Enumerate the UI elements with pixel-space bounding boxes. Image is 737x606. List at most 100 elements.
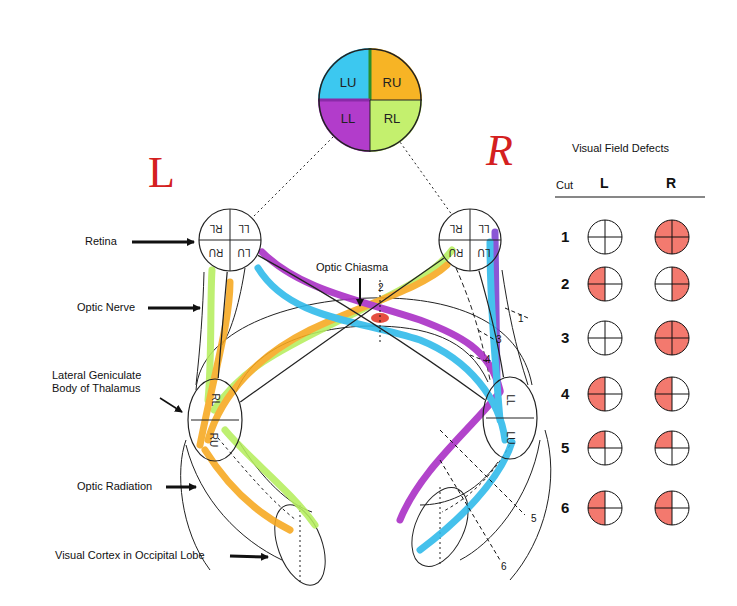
quadrant-label: RU (449, 247, 463, 257)
quadrant-label: LL (341, 112, 355, 125)
table-header: L (600, 175, 609, 191)
leader-arrow (132, 241, 194, 244)
callout-number: 1 (518, 313, 524, 325)
field-cross (588, 377, 622, 411)
orange-track (205, 450, 290, 530)
table-cell: 1 (561, 228, 569, 245)
defect-fill (655, 220, 689, 254)
quadrant-label: RL (210, 223, 223, 233)
retina-cross (439, 209, 501, 271)
quadrant-label: LL (505, 394, 515, 405)
quadrant-divider (370, 100, 371, 152)
quadrant-label: LU (238, 247, 251, 257)
lgn-divider (486, 418, 534, 419)
table-cell: 4 (561, 385, 569, 402)
field-cross (588, 431, 622, 465)
table-cell: 6 (561, 499, 569, 516)
leader-arrow (230, 556, 268, 557)
node-shape (438, 208, 502, 272)
field-circle (588, 321, 622, 355)
field-cross (655, 431, 689, 465)
pathway-connector (400, 142, 451, 214)
cortex-midline (300, 505, 301, 585)
part-label: Retina (85, 235, 117, 248)
part-label: Optic Chiasma (316, 261, 388, 274)
lgn-outline (188, 379, 242, 461)
part-label: Visual Cortex in Occipital Lobe (55, 549, 205, 562)
node-shape (198, 208, 262, 272)
field-cross (588, 491, 622, 525)
leader-arrow (166, 486, 196, 489)
cyan-track (258, 268, 505, 440)
hemisphere-outline (510, 430, 551, 580)
retina-circle: RL LL RU LU (438, 208, 502, 272)
cyan-track (490, 242, 500, 420)
callout-number: 5 (531, 513, 537, 525)
cortex-midline (440, 487, 441, 567)
cut-lines (380, 280, 528, 560)
leader-arrows (132, 242, 360, 557)
field-circle (588, 491, 622, 525)
pathway-connector (218, 272, 227, 378)
lgn-divider (191, 420, 239, 421)
retina-outline (439, 209, 501, 271)
field-circle (655, 491, 689, 525)
quadrant-label: LU (505, 432, 515, 445)
visual-cortex (265, 498, 335, 592)
table-cell: 2 (561, 275, 569, 292)
field-cross (655, 321, 689, 355)
pathway-connector (479, 271, 504, 377)
field-cross (655, 267, 689, 301)
retina-cross (199, 209, 261, 271)
field-cross (588, 267, 622, 301)
field-circle (655, 267, 689, 301)
table-cell: 5 (561, 439, 569, 456)
table-rule (555, 196, 705, 197)
table-cell: 3 (561, 329, 569, 346)
field-circle (655, 321, 689, 355)
quadrant-divider (318, 99, 370, 102)
quadrant-label: RU (209, 247, 223, 257)
cut-line (440, 460, 500, 560)
green-track (225, 430, 315, 525)
cut-line (440, 430, 525, 515)
quadrant-label: LU (478, 247, 491, 257)
quadrant-label: RL (210, 394, 220, 407)
hand-label: L (148, 148, 175, 199)
field-circle (655, 377, 689, 411)
green-track (214, 250, 452, 410)
node-shape (318, 48, 422, 152)
leader-arrow (148, 307, 200, 310)
purple-track (400, 392, 500, 520)
field-cross (655, 491, 689, 525)
quadrant-label: LL (478, 223, 489, 233)
lgn-outline (483, 377, 537, 459)
leader-arrow (160, 398, 182, 412)
pathway-connector (253, 137, 334, 218)
field-cross (588, 220, 622, 254)
lgn-ellipse: RLRU (187, 378, 243, 462)
quadrant-label: RL (384, 112, 401, 125)
visual-field-circle: LURULLRL (318, 48, 422, 152)
quadrant-label: LL (238, 223, 249, 233)
part-label: Lateral Geniculate Body of Thalamus (52, 369, 162, 394)
field-circle (588, 431, 622, 465)
field-circle (588, 377, 622, 411)
defect-fill (655, 321, 689, 355)
quadrant-label: RU (383, 76, 402, 89)
field-outline (319, 49, 421, 151)
quadrant-divider (370, 100, 422, 101)
radiation-outline (186, 445, 282, 560)
field-cross (655, 220, 689, 254)
cut-line (505, 308, 528, 318)
pathway-connector (240, 258, 443, 402)
callout-number: 3 (496, 334, 502, 346)
part-label: Optic Radiation (77, 480, 152, 493)
nerve-outline (196, 272, 204, 385)
callout-number: 4 (485, 354, 491, 366)
table-header: Cut (556, 179, 573, 192)
part-label: Optic Nerve (77, 301, 135, 314)
cyan-track (420, 442, 512, 550)
quadrant-label: RL (450, 223, 463, 233)
